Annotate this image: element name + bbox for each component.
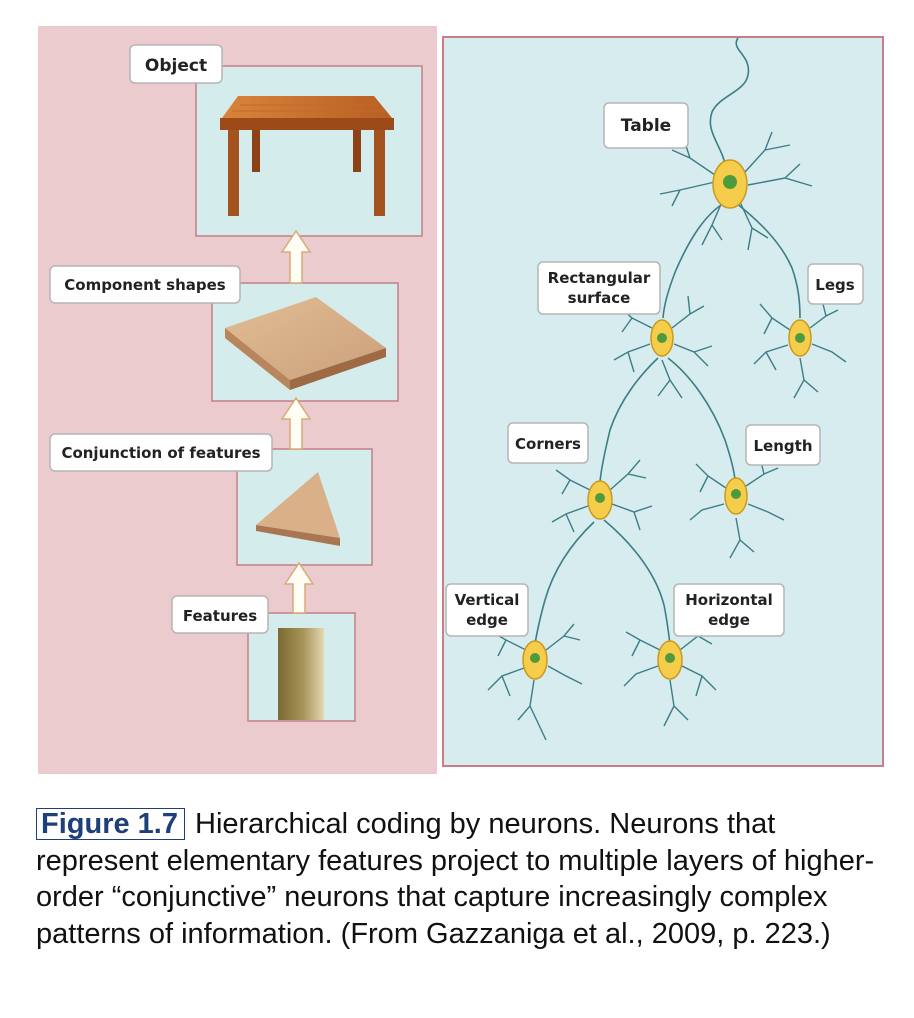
up-arrow-1 (280, 229, 312, 284)
neuron-connections (534, 37, 801, 645)
features-label: Features (183, 607, 257, 625)
rectangular-surface-label-line1: Rectangular (548, 269, 651, 287)
up-arrow-2 (280, 396, 312, 450)
vertical-edge-label-line1: Vertical (455, 591, 520, 609)
length-label-box: Length (745, 424, 821, 466)
corners-label: Corners (515, 435, 581, 453)
legs-label: Legs (815, 276, 854, 294)
horizontal-edge-neuron (623, 627, 717, 727)
object-label-box: Object (129, 44, 223, 84)
length-label: Length (754, 437, 813, 455)
conjunction-label-box: Conjunction of features (49, 433, 273, 472)
vertical-edge-neuron (487, 623, 583, 741)
horizontal-edge-label-box: Horizontal edge (673, 583, 785, 637)
table-neuron (659, 131, 813, 251)
horizontal-edge-label-line2: edge (708, 611, 750, 629)
rectangular-slab-picture (225, 297, 386, 390)
rectangular-surface-label-box: Rectangular surface (537, 261, 661, 315)
corners-neuron (551, 459, 653, 533)
legs-neuron (753, 299, 847, 399)
hierarchical-coding-figure: Object Component shapes Conjunction of f… (38, 26, 884, 774)
up-arrow-3 (283, 561, 315, 614)
vertical-edge-label-line2: edge (466, 611, 508, 629)
features-label-box: Features (171, 595, 269, 634)
corner-wedge-picture (256, 472, 340, 546)
object-label: Object (145, 56, 207, 76)
edge-feature-picture (278, 628, 324, 720)
figure-number: Figure 1.7 (36, 808, 185, 840)
component-shapes-label: Component shapes (64, 276, 226, 294)
rectangular-surface-neuron (613, 295, 713, 399)
horizontal-edge-label-line1: Horizontal (685, 591, 773, 609)
component-shapes-label-box: Component shapes (49, 265, 241, 304)
table-label-box: Table (603, 102, 689, 149)
table-label: Table (621, 116, 671, 136)
table-picture (220, 96, 394, 216)
corners-label-box: Corners (507, 422, 589, 464)
vertical-edge-label-box: Vertical edge (445, 583, 529, 637)
caption-text: Hierarchical coding by neurons. Neurons … (36, 808, 875, 950)
legs-label-box: Legs (807, 263, 864, 305)
conjunction-of-features-label: Conjunction of features (61, 444, 260, 462)
rectangular-surface-label-line2: surface (568, 289, 631, 307)
